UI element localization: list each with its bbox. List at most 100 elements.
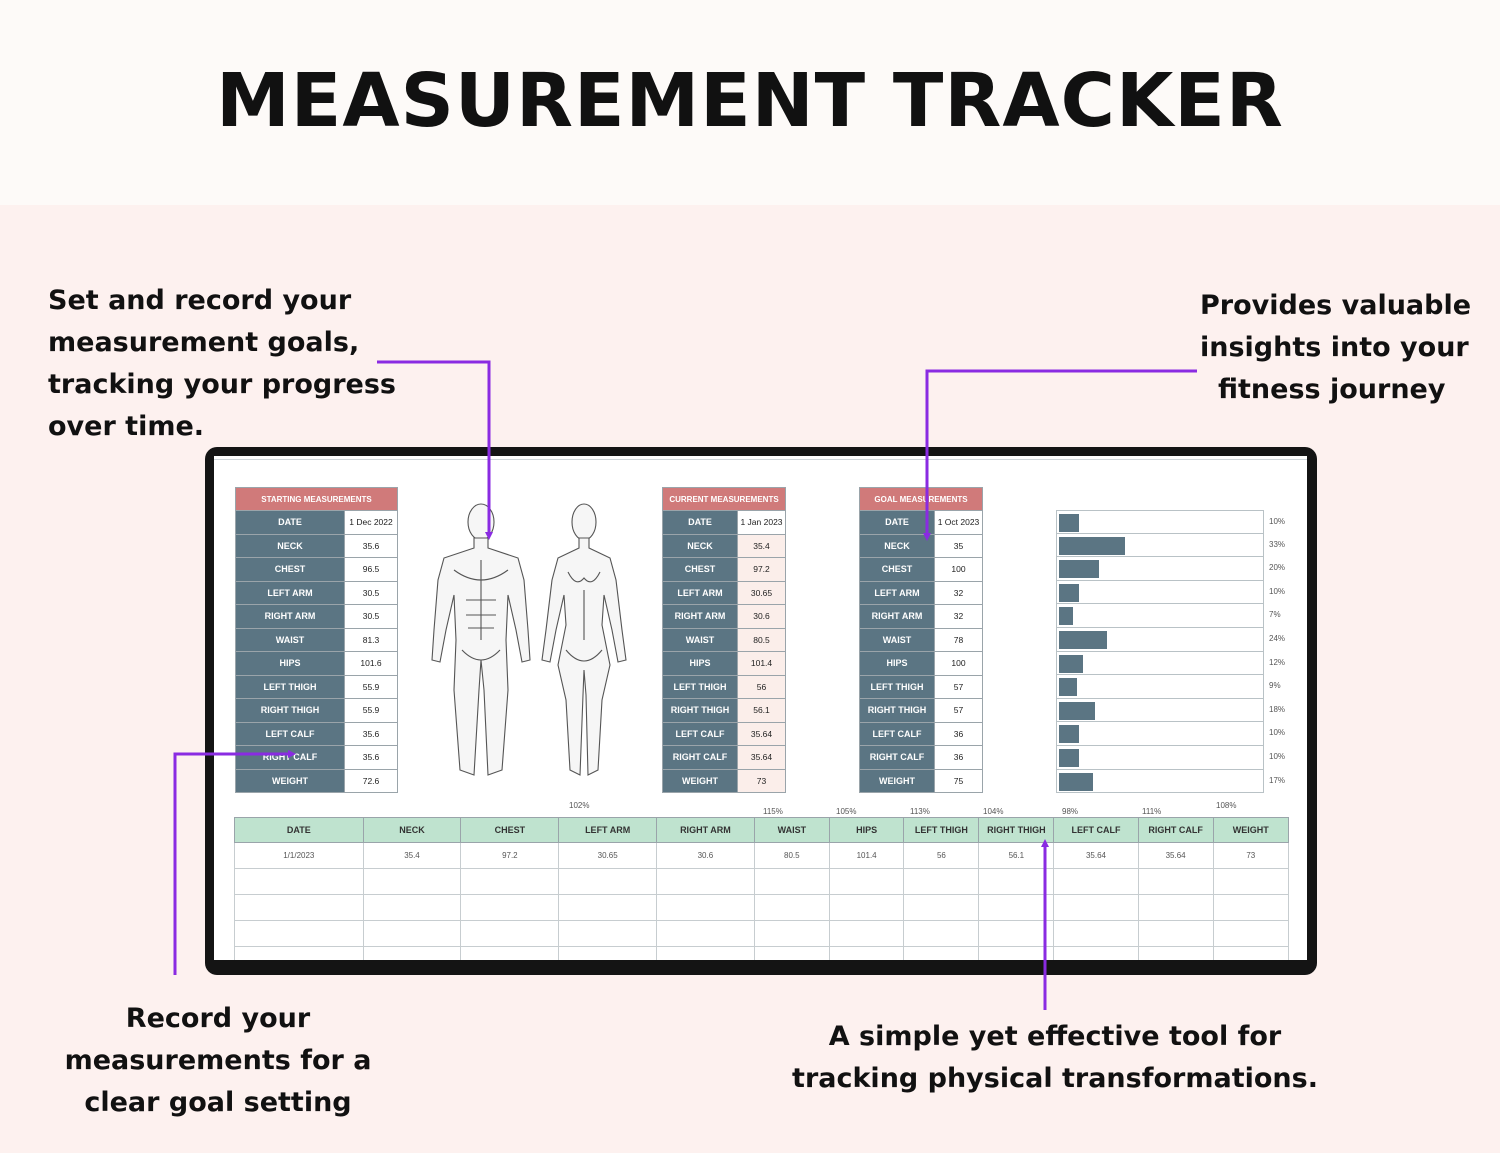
- measurement-value[interactable]: 100: [934, 651, 983, 676]
- log-cell[interactable]: [828, 946, 905, 960]
- log-cell[interactable]: [362, 946, 462, 960]
- log-cell[interactable]: [1212, 894, 1290, 921]
- log-cell[interactable]: [978, 946, 1055, 960]
- log-cell[interactable]: [558, 894, 657, 921]
- measurement-value[interactable]: 100: [934, 557, 983, 582]
- measurement-value[interactable]: 1 Dec 2022: [344, 510, 398, 535]
- measurement-value[interactable]: 1 Jan 2023: [737, 510, 786, 535]
- log-cell[interactable]: [362, 868, 462, 895]
- measurement-value[interactable]: 36: [934, 745, 983, 770]
- log-cell[interactable]: [753, 946, 830, 960]
- log-cell[interactable]: [903, 920, 980, 947]
- log-cell[interactable]: [1137, 894, 1214, 921]
- log-cell[interactable]: [1053, 946, 1139, 960]
- log-cell[interactable]: 80.5: [753, 842, 830, 869]
- log-column-header: LEFT THIGH: [903, 817, 980, 843]
- log-cell[interactable]: 1/1/2023: [234, 842, 364, 869]
- measurement-value[interactable]: 30.65: [737, 580, 786, 605]
- measurement-value[interactable]: 80.5: [737, 627, 786, 652]
- log-cell[interactable]: [753, 920, 830, 947]
- measurement-value[interactable]: 1 Oct 2023: [934, 510, 983, 535]
- measurement-value[interactable]: 36: [934, 721, 983, 746]
- log-cell[interactable]: [362, 894, 462, 921]
- log-cell[interactable]: [1212, 868, 1290, 895]
- log-cell[interactable]: [655, 894, 755, 921]
- log-cell[interactable]: [1212, 946, 1290, 960]
- measurement-value[interactable]: 35.6: [344, 721, 398, 746]
- log-cell[interactable]: [655, 868, 755, 895]
- log-cell[interactable]: [1137, 868, 1214, 895]
- measurement-value[interactable]: 32: [934, 604, 983, 629]
- log-cell[interactable]: [460, 920, 560, 947]
- measurement-value[interactable]: 57: [934, 674, 983, 699]
- measurement-value[interactable]: 56.1: [737, 698, 786, 723]
- log-cell[interactable]: [903, 868, 980, 895]
- log-cell[interactable]: [753, 868, 830, 895]
- log-cell[interactable]: [828, 894, 905, 921]
- log-cell[interactable]: [753, 894, 830, 921]
- log-cell[interactable]: 56.1: [978, 842, 1055, 869]
- log-cell[interactable]: [903, 894, 980, 921]
- measurement-value[interactable]: 55.9: [344, 698, 398, 723]
- measurement-value[interactable]: 97.2: [737, 557, 786, 582]
- log-cell[interactable]: 30.65: [558, 842, 657, 869]
- measurement-value[interactable]: 57: [934, 698, 983, 723]
- log-cell[interactable]: [460, 894, 560, 921]
- log-cell[interactable]: 35.64: [1137, 842, 1214, 869]
- log-cell[interactable]: [655, 946, 755, 960]
- log-cell[interactable]: [1053, 894, 1139, 921]
- measurement-value[interactable]: 32: [934, 580, 983, 605]
- measurement-value[interactable]: 35: [934, 533, 983, 558]
- log-cell[interactable]: 35.4: [362, 842, 462, 869]
- log-cell[interactable]: [1137, 946, 1214, 960]
- measurement-value[interactable]: 55.9: [344, 674, 398, 699]
- log-cell[interactable]: [978, 868, 1055, 895]
- measurement-value[interactable]: 101.4: [737, 651, 786, 676]
- log-cell[interactable]: 97.2: [460, 842, 560, 869]
- measurement-value[interactable]: 30.5: [344, 580, 398, 605]
- log-cell[interactable]: [234, 946, 364, 960]
- log-cell[interactable]: [558, 920, 657, 947]
- log-cell[interactable]: [1053, 920, 1139, 947]
- measurement-value[interactable]: 35.64: [737, 745, 786, 770]
- log-cell[interactable]: [1137, 920, 1214, 947]
- log-cell[interactable]: [234, 894, 364, 921]
- log-cell[interactable]: [234, 868, 364, 895]
- measurement-value[interactable]: 30.6: [737, 604, 786, 629]
- log-cell[interactable]: [828, 868, 905, 895]
- log-cell[interactable]: [978, 920, 1055, 947]
- log-cell[interactable]: 101.4: [828, 842, 905, 869]
- measurement-value[interactable]: 72.6: [344, 768, 398, 793]
- log-cell[interactable]: [655, 920, 755, 947]
- log-cell[interactable]: 56: [903, 842, 980, 869]
- goal-header: GOAL MEASUREMENTS: [859, 487, 983, 511]
- log-cell[interactable]: [460, 868, 560, 895]
- measurement-value[interactable]: 35.64: [737, 721, 786, 746]
- measurement-value[interactable]: 75: [934, 768, 983, 793]
- log-cell[interactable]: [558, 946, 657, 960]
- log-cell[interactable]: [978, 894, 1055, 921]
- log-cell[interactable]: 73: [1212, 842, 1290, 869]
- log-column-header: RIGHT CALF: [1137, 817, 1214, 843]
- log-cell[interactable]: [828, 920, 905, 947]
- measurement-value[interactable]: 35.6: [344, 745, 398, 770]
- measurement-value[interactable]: 81.3: [344, 627, 398, 652]
- measurement-value[interactable]: 96.5: [344, 557, 398, 582]
- measurement-value[interactable]: 101.6: [344, 651, 398, 676]
- measurement-value[interactable]: 56: [737, 674, 786, 699]
- log-cell[interactable]: [1053, 868, 1139, 895]
- log-cell[interactable]: [1212, 920, 1290, 947]
- log-cell[interactable]: 35.64: [1053, 842, 1139, 869]
- log-cell[interactable]: [234, 920, 364, 947]
- log-cell[interactable]: [460, 946, 560, 960]
- measurement-value[interactable]: 73: [737, 768, 786, 793]
- log-cell[interactable]: [362, 920, 462, 947]
- log-cell[interactable]: [558, 868, 657, 895]
- measurement-value[interactable]: 35.4: [737, 533, 786, 558]
- measurement-value[interactable]: 30.5: [344, 604, 398, 629]
- log-cell[interactable]: [903, 946, 980, 960]
- measurement-value[interactable]: 78: [934, 627, 983, 652]
- log-cell[interactable]: 30.6: [655, 842, 755, 869]
- measurement-value[interactable]: 35.6: [344, 533, 398, 558]
